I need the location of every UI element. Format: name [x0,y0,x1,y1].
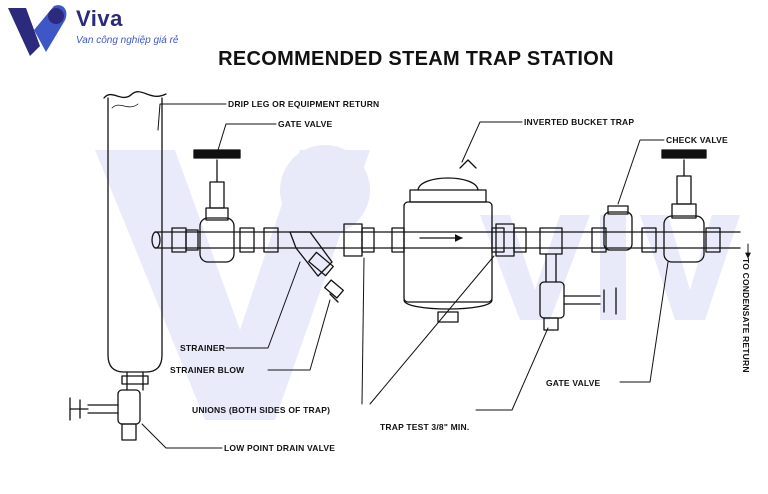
label-strainer: STRAINER [180,343,226,353]
label-strainer-blow: STRAINER BLOW [170,365,245,375]
check-valve [603,205,633,251]
brand-tagline: Van công nghiệp giá rẻ [76,35,179,46]
watermark [95,145,740,420]
low-point-drain-valve [69,371,149,441]
label-to-condensate: TO CONDENSATE RETURN [741,258,751,373]
strainer [289,231,344,303]
viva-logo-icon [8,5,67,56]
pipe-fittings [171,223,721,257]
inverted-bucket-trap [391,159,505,323]
leader-lines [141,103,751,449]
gate-valve-top-left [193,149,241,263]
label-trap-test: TRAP TEST 3/8" MIN. [380,422,470,432]
label-check-valve: CHECK VALVE [666,135,728,145]
label-unions: UNIONS (BOTH SIDES OF TRAP) [192,405,331,415]
label-gate-valve-bottom: GATE VALVE [546,378,601,388]
brand-name: Viva [76,6,123,31]
gate-valve-right [661,149,707,263]
label-low-point-drain: LOW POINT DRAIN VALVE [224,443,336,453]
label-drip-leg: DRIP LEG OR EQUIPMENT RETURN [228,99,380,109]
label-inverted-bucket-trap: INVERTED BUCKET TRAP [524,117,635,127]
drip-leg-vessel [103,91,167,373]
page-title: RECOMMENDED STEAM TRAP STATION [218,48,614,70]
trap-test-tee [539,227,617,331]
label-gate-valve-top: GATE VALVE [278,119,333,129]
